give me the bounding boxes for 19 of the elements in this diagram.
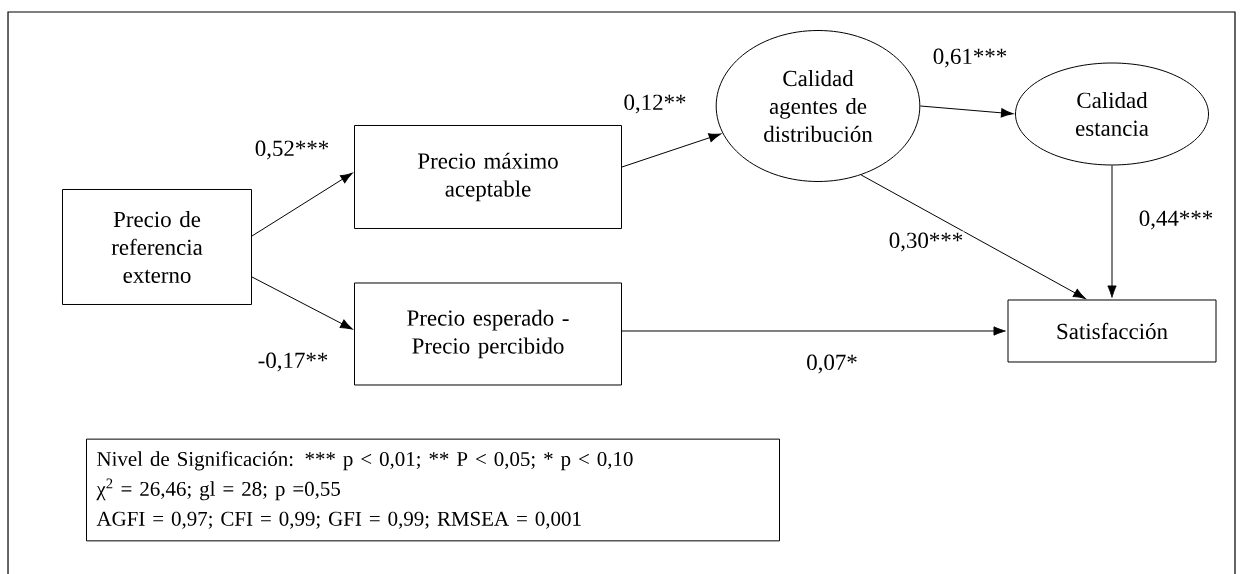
edge-label: -0,17** bbox=[256, 351, 330, 373]
edge-label: 0,07* bbox=[805, 353, 859, 375]
edge-label: 0,52*** bbox=[253, 139, 331, 161]
arrow bbox=[251, 172, 353, 237]
variable-box: Satisfacción bbox=[1007, 299, 1217, 363]
statistics-box: Nivel de Significación: *** p < 0,01; ** P < 0,05; * p < 0,10 χ$^{2}$ = 26,46; gl = 28; p =0,55 AGFI = 0,97; CFI = 0,99; GFI = 0,99; RMSEA = 0,001 bbox=[86, 438, 780, 542]
edge-label: 0,44*** bbox=[1137, 209, 1215, 231]
edge-label: 0,30*** bbox=[887, 231, 965, 253]
variable-box: Precio esperado - Precio percibido bbox=[354, 282, 622, 386]
variable-box: Precio máximo aceptable bbox=[354, 125, 622, 229]
variable-box: Precio de referencia externo bbox=[62, 189, 252, 305]
arrow bbox=[1107, 165, 1117, 298]
edge-label: 0,12** bbox=[622, 93, 688, 115]
arrow bbox=[621, 326, 1006, 336]
arrow bbox=[860, 174, 1086, 299]
edge-label: 0,61*** bbox=[931, 47, 1009, 69]
arrow bbox=[621, 133, 721, 168]
arrow bbox=[251, 276, 353, 330]
arrow bbox=[919, 105, 1014, 118]
